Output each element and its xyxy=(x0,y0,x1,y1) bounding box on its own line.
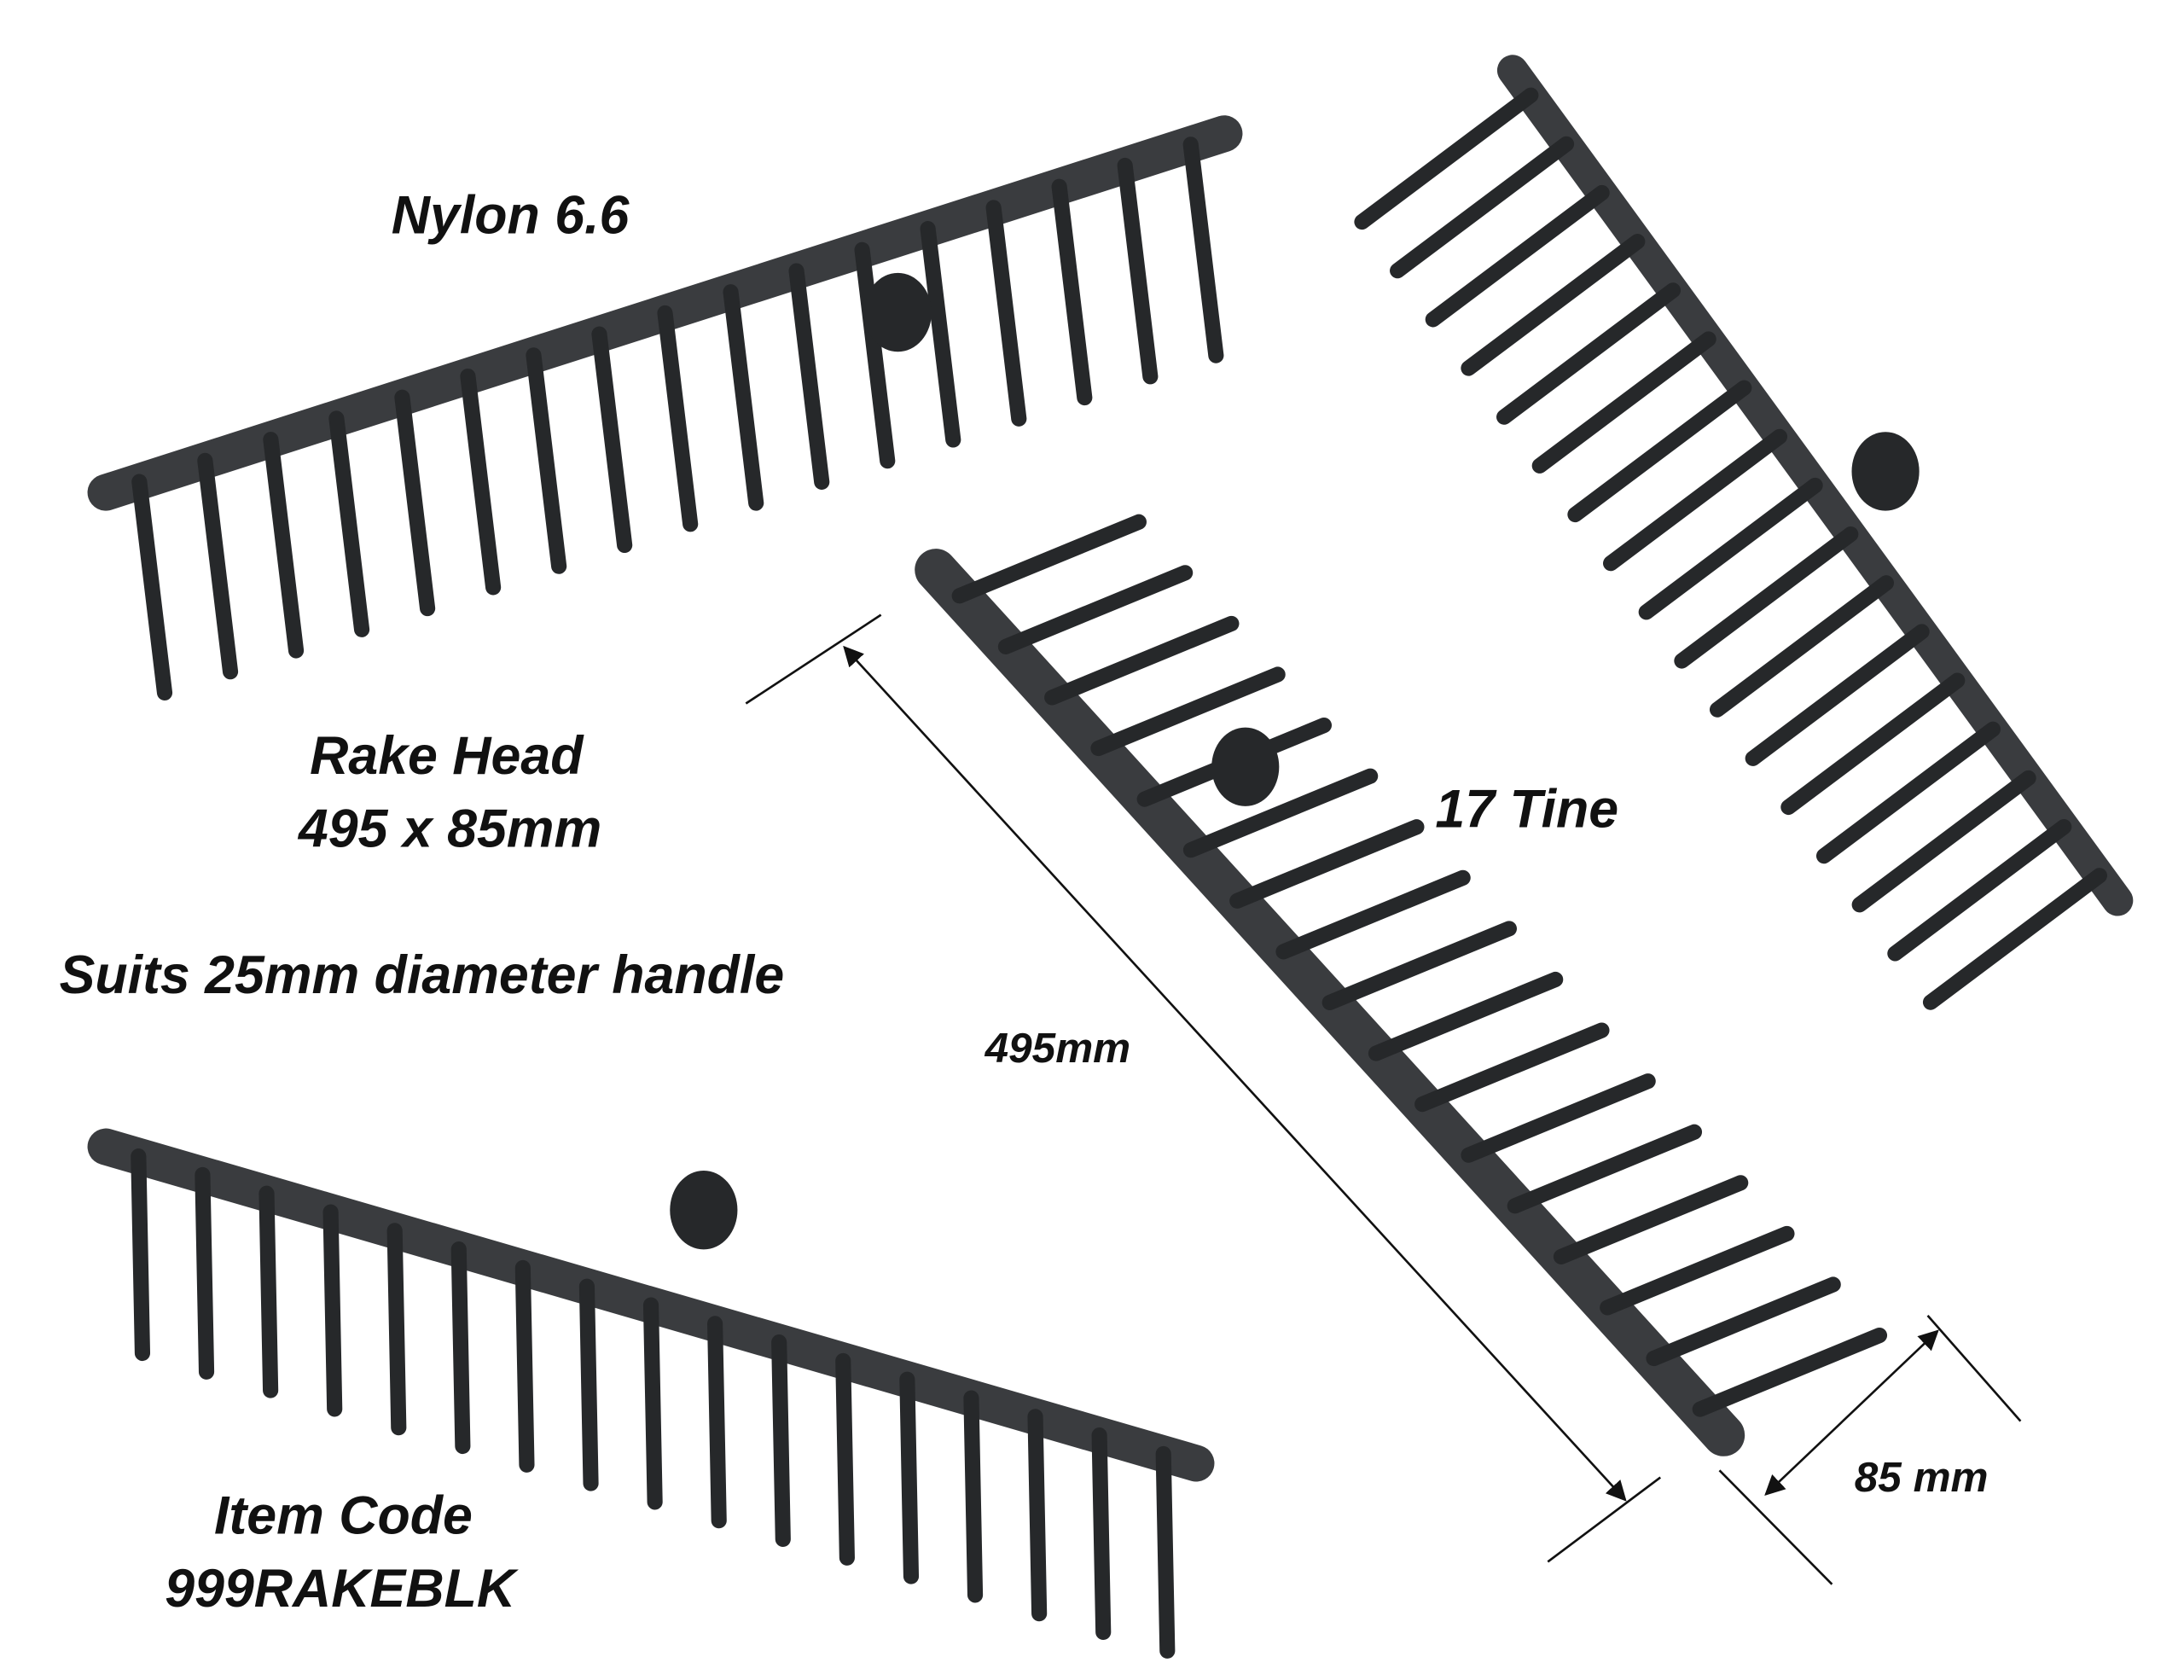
rake-tine xyxy=(963,1390,984,1603)
rake-tine xyxy=(788,263,830,490)
rake-tine xyxy=(526,347,567,574)
rake-tine xyxy=(1182,137,1224,363)
rake-tine xyxy=(1461,1073,1656,1163)
tine-count-label: 17 Tine xyxy=(1435,780,1618,840)
rake-tine xyxy=(322,1204,343,1417)
rake-tine xyxy=(258,1185,279,1398)
rake-tine xyxy=(1780,672,1966,816)
rake-tine xyxy=(1531,331,1716,474)
rake-tine xyxy=(1887,818,2072,962)
rake-tine xyxy=(197,452,239,680)
rake-tine xyxy=(131,474,173,700)
rake-tine xyxy=(263,432,305,659)
rake-tine xyxy=(920,221,961,448)
rake-tine xyxy=(1922,868,2107,1010)
rake-tine xyxy=(1674,526,1859,669)
rake-tine xyxy=(1567,380,1752,523)
rake-tine xyxy=(642,1297,663,1510)
material-label: Nylon 6.6 xyxy=(392,186,630,246)
rake-tine xyxy=(591,326,633,554)
rake-tine xyxy=(450,1241,471,1455)
rake-tine xyxy=(1275,869,1471,960)
width-dimension xyxy=(1718,1315,2022,1585)
rake-tine xyxy=(1507,1124,1703,1214)
item-code-value: 999RAKEBLK xyxy=(165,1559,520,1619)
rake-tine xyxy=(1425,184,1610,328)
rake-tine xyxy=(1321,921,1518,1011)
rake-tine xyxy=(707,1316,727,1529)
rake-tine xyxy=(394,389,436,617)
rake-tine xyxy=(1044,615,1240,706)
handle-label: Suits 25mm diameter handle xyxy=(60,945,785,1005)
rake-tine xyxy=(1646,1276,1841,1367)
rake-head-top-left xyxy=(87,115,1243,700)
rake-tine xyxy=(1027,1409,1048,1622)
item-code-title: Item Code xyxy=(214,1485,473,1545)
rake-tine xyxy=(1461,234,1646,376)
rake-tine xyxy=(771,1334,791,1548)
handle-socket xyxy=(1851,432,1920,511)
rake-tine xyxy=(1638,477,1823,620)
rake-tine xyxy=(1709,575,1895,718)
rake-tine xyxy=(723,284,764,511)
rake-tine xyxy=(195,1166,215,1380)
rake-tine xyxy=(1390,136,1575,279)
product-name-label: Rake Head xyxy=(310,726,584,786)
rake-tine xyxy=(1117,157,1159,385)
rake-tine xyxy=(997,565,1194,654)
rake-head-bottom-left xyxy=(87,1128,1215,1659)
rake-tine xyxy=(1091,1427,1112,1641)
rake-tine xyxy=(514,1259,535,1473)
rake-tine xyxy=(1851,770,2036,913)
rake-tine xyxy=(835,1352,855,1566)
rake-tine xyxy=(1553,1175,1749,1264)
handle-socket xyxy=(1211,727,1280,806)
rake-tine xyxy=(578,1278,599,1491)
rake-head-center xyxy=(915,514,1888,1456)
rake-tine xyxy=(854,241,896,469)
handle-socket xyxy=(670,1171,738,1250)
rake-tine xyxy=(131,1148,151,1362)
rake-tine xyxy=(1229,819,1425,909)
rake-tine xyxy=(1600,1225,1795,1316)
size-label: 495 x 85mm xyxy=(297,799,601,859)
width-dimension-label: 85 mm xyxy=(1855,1454,1989,1501)
rake-tine xyxy=(1692,1327,1888,1417)
rake-tine xyxy=(1603,428,1788,572)
rake-tine xyxy=(1051,178,1093,406)
rake-tine xyxy=(985,200,1027,427)
rake-tine xyxy=(1815,721,2001,864)
rake-head-right xyxy=(1354,55,2134,1010)
rake-tine xyxy=(1414,1022,1610,1113)
length-dimension-label: 495mm xyxy=(985,1025,1131,1072)
rake-tine xyxy=(899,1371,920,1584)
rake-tine xyxy=(1155,1445,1176,1659)
rake-tine xyxy=(951,514,1147,604)
rake-tine xyxy=(1354,87,1539,230)
rake-tine xyxy=(1745,624,1930,766)
length-dimension xyxy=(745,613,1662,1563)
rake-tine xyxy=(460,368,502,596)
handle-socket xyxy=(863,272,932,352)
rake-tine xyxy=(328,410,370,637)
rake-tine xyxy=(657,305,699,532)
rake-tine xyxy=(1368,971,1564,1061)
rake-tine xyxy=(386,1223,407,1436)
rake-tine xyxy=(1496,282,1682,425)
